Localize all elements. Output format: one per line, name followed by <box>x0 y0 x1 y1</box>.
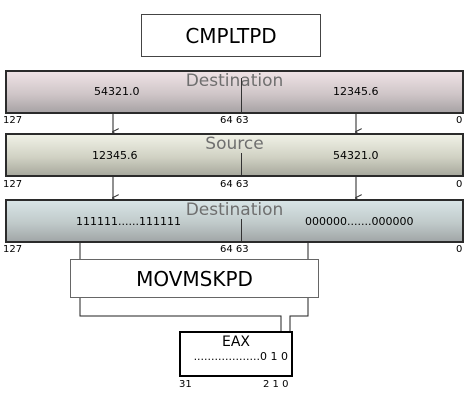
high-element: 12345.6 <box>92 149 138 162</box>
low-element: 12345.6 <box>333 85 379 98</box>
bit-127-label: 127 <box>3 244 23 255</box>
eax-register: EAX ...................0 1 0 <box>179 331 293 377</box>
register-label: Destination <box>185 200 284 220</box>
bit-64-63-label: 64 63 <box>220 179 249 190</box>
eax-label: EAX <box>221 334 250 350</box>
mask-line-low <box>289 298 309 331</box>
high-element: 54321.0 <box>94 85 140 98</box>
register-label: Destination <box>185 71 284 91</box>
bit-0-label: 0 <box>456 244 463 255</box>
bit-64-63-label: 64 63 <box>220 115 249 126</box>
low-element: 54321.0 <box>333 149 379 162</box>
bit-0-label: 0 <box>456 179 463 190</box>
result-register: Destination 111111......111111 000000...… <box>5 199 464 243</box>
source-register: Source 12345.6 54321.0 <box>5 133 464 177</box>
bit-127-label: 127 <box>3 179 23 190</box>
destination-register: Destination 54321.0 12345.6 <box>5 70 464 114</box>
eax-bit-31-label: 31 <box>179 379 192 390</box>
bit-127-label: 127 <box>3 115 23 126</box>
bit-0-label: 0 <box>456 115 463 126</box>
movmskpd-box: MOVMSKPD <box>70 259 319 298</box>
low-element: 000000.......000000 <box>305 215 414 228</box>
high-element: 111111......111111 <box>76 215 181 228</box>
register-label: Source <box>205 134 264 154</box>
bit-64-63-label: 64 63 <box>220 244 249 255</box>
eax-value: ...................0 1 0 <box>193 350 288 363</box>
instruction-title: CMPLTPD <box>141 14 321 57</box>
mask-line-high <box>79 298 282 331</box>
eax-low-bits-label: 2 1 0 <box>263 379 289 390</box>
